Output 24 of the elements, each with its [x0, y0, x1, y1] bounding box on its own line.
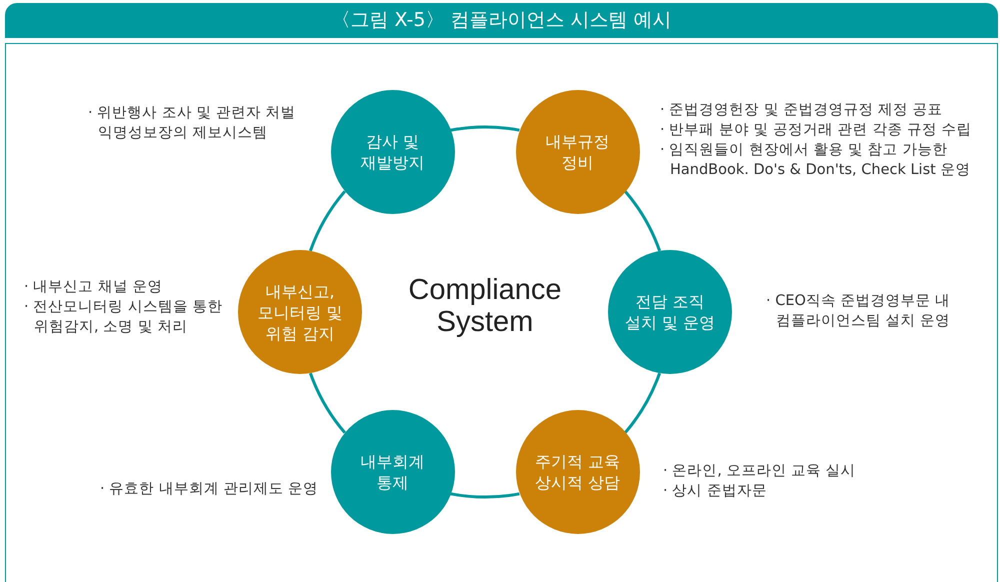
- circle-label: 내부규정 정비: [544, 130, 610, 173]
- circle-label: 감사 및 재발방지: [360, 130, 426, 173]
- bullet-note: · 임직원들이 현장에서 활용 및 참고 가능한 HandBook. Do's & Don'ts, Check List 운영: [660, 141, 972, 180]
- circle-label: 내부회계 통제: [360, 451, 426, 494]
- bullet-note: · CEO직속 준법경영부문 내 컴플라이언스팀 설치 운영: [766, 292, 952, 331]
- bullet-note: · 준법경영헌장 및 준법경영규정 제정 공표: [660, 101, 944, 120]
- ring-connector: [309, 372, 346, 434]
- bullet-note: · 유효한 내부회계 관리제도 운영: [100, 480, 320, 499]
- ring-connector: [450, 126, 520, 132]
- circle-label: 주기적 교육 상시적 상담: [534, 451, 622, 494]
- ring-connector: [450, 492, 520, 498]
- ring-connector: [309, 190, 346, 252]
- ring-connector: [624, 372, 661, 434]
- bullet-note: · 온라인, 오프라인 교육 실시: [663, 462, 857, 481]
- bullet-note: · 반부패 분야 및 공정거래 관련 각종 규정 수립: [660, 121, 972, 140]
- bullet-note: · 전산모니터링 시스템을 통한 위험감지, 소명 및 처리: [24, 298, 224, 337]
- ring-connector: [624, 190, 661, 252]
- bullet-note: · 상시 준법자문: [663, 482, 768, 501]
- title-bar: 〈그림 X-5〉 컴플라이언스 시스템 예시: [5, 3, 998, 38]
- bullet-note: · 위반행사 조사 및 관련자 처벌 익명성보장의 제보시스템: [88, 104, 297, 143]
- circle-label: 전담 조직 설치 및 운영: [624, 291, 716, 333]
- center-title: Compliance System: [407, 274, 563, 338]
- bullet-note: · 내부신고 채널 운영: [24, 278, 164, 297]
- circle-label: 내부신고, 모니터링 및 위험 감지: [256, 280, 344, 344]
